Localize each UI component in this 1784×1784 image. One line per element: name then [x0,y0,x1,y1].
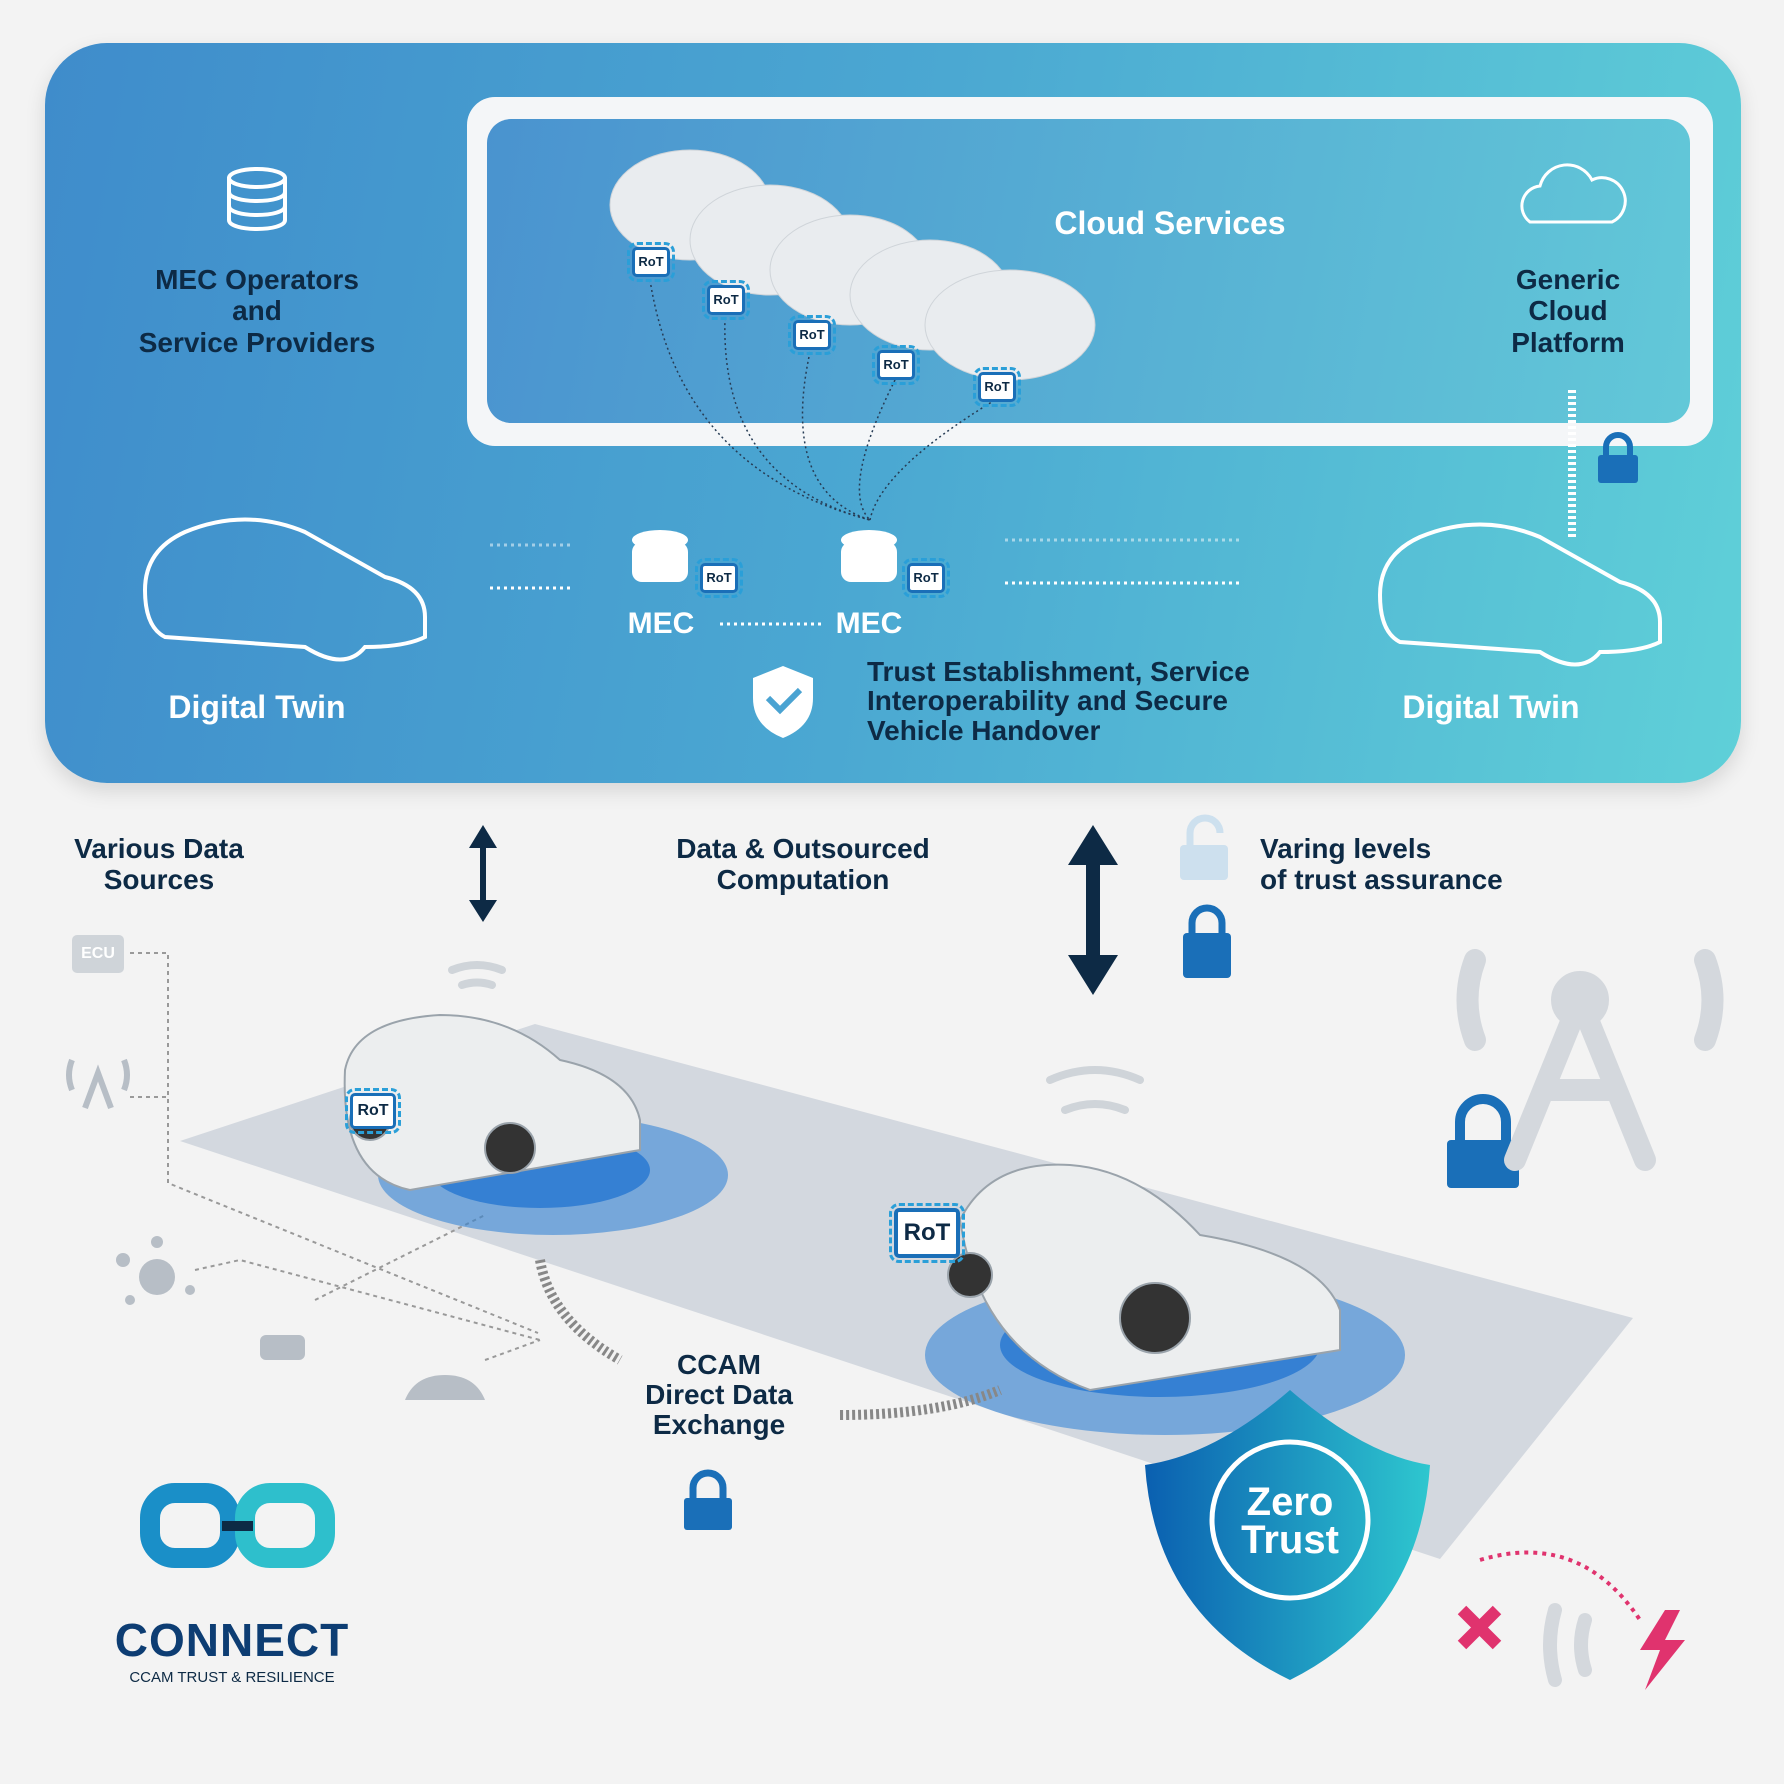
logo-tagline: CCAM TRUST & RESILIENCE [129,1669,335,1686]
mec-database-icon [632,530,688,582]
rot-chip: RoT [902,558,950,598]
rot-chip: RoT [889,1203,965,1263]
rot-chip: RoT [788,315,836,355]
cloud-services-label: Cloud Services [1054,205,1286,241]
antenna-small-icon [66,1058,130,1110]
cloud-icon [1520,163,1627,224]
up-down-arrow-icon [1068,825,1118,995]
lock-open-icon [1180,814,1228,880]
rot-chip: RoT [872,345,920,385]
exchange-arrow [839,1385,1002,1420]
exchange-arrow [535,1259,623,1365]
ecu-chip-icon: ECU [72,935,124,973]
attack-x-icon [1457,1605,1502,1650]
data-computation-label: Data & Outsourced Computation [676,833,930,896]
various-data-sources-label: Various Data Sources [74,833,244,896]
zero-trust-shield [1145,1390,1430,1680]
mec-database-icon [841,530,897,582]
lock-icon [684,1469,732,1530]
signal-icon [1543,1603,1592,1687]
lock-icon [1183,904,1231,978]
mec-operators-label: MEC Operators and Service Providers [138,264,376,358]
link-arrows [490,390,1576,626]
mec-label: MEC [627,607,695,640]
generic-cloud-label: Generic Cloud Platform [1511,264,1625,358]
wifi-icon [448,961,1144,1114]
shield-check-icon [753,666,813,738]
car-outline-icon [142,517,427,662]
digital-twin-left-label: Digital Twin [168,689,346,725]
rot-link-lines [649,279,996,521]
lock-icon [1447,1094,1519,1188]
rot-chip: RoT [702,280,750,320]
trust-levels-label: Varing levels of trust assurance [1260,833,1503,896]
vehicle-car [947,1163,1341,1392]
rot-chip: RoT [345,1088,401,1134]
digital-twin-right-label: Digital Twin [1402,689,1580,725]
connect-logo-text: CONNECT [114,1614,350,1666]
network-globe-icon [116,1236,195,1305]
attack-arrow [1479,1550,1642,1622]
database-icon [227,167,287,231]
car-outline-icon [1377,522,1662,667]
car-front-icon [260,1335,305,1360]
antenna-icon [1456,949,1724,1171]
mec-label: MEC [835,607,903,640]
lightning-icon [1640,1610,1685,1690]
zero-trust-label: Zero Trust [1241,1480,1339,1562]
cloud-stack-icon [609,149,1096,381]
ccam-exchange-label: CCAM Direct Data Exchange [645,1349,793,1441]
up-down-arrow-icon [469,825,497,922]
trust-establishment-label: Trust Establishment, Service Interoperab… [867,656,1250,746]
rot-chip: RoT [973,367,1021,407]
rot-chip: RoT [695,558,743,598]
car-side-icon [405,1375,485,1400]
lock-icon [1598,432,1638,483]
connect-logo-mark [140,1483,335,1568]
data-source-lines [130,952,541,1361]
rot-chip: RoT [627,242,675,282]
